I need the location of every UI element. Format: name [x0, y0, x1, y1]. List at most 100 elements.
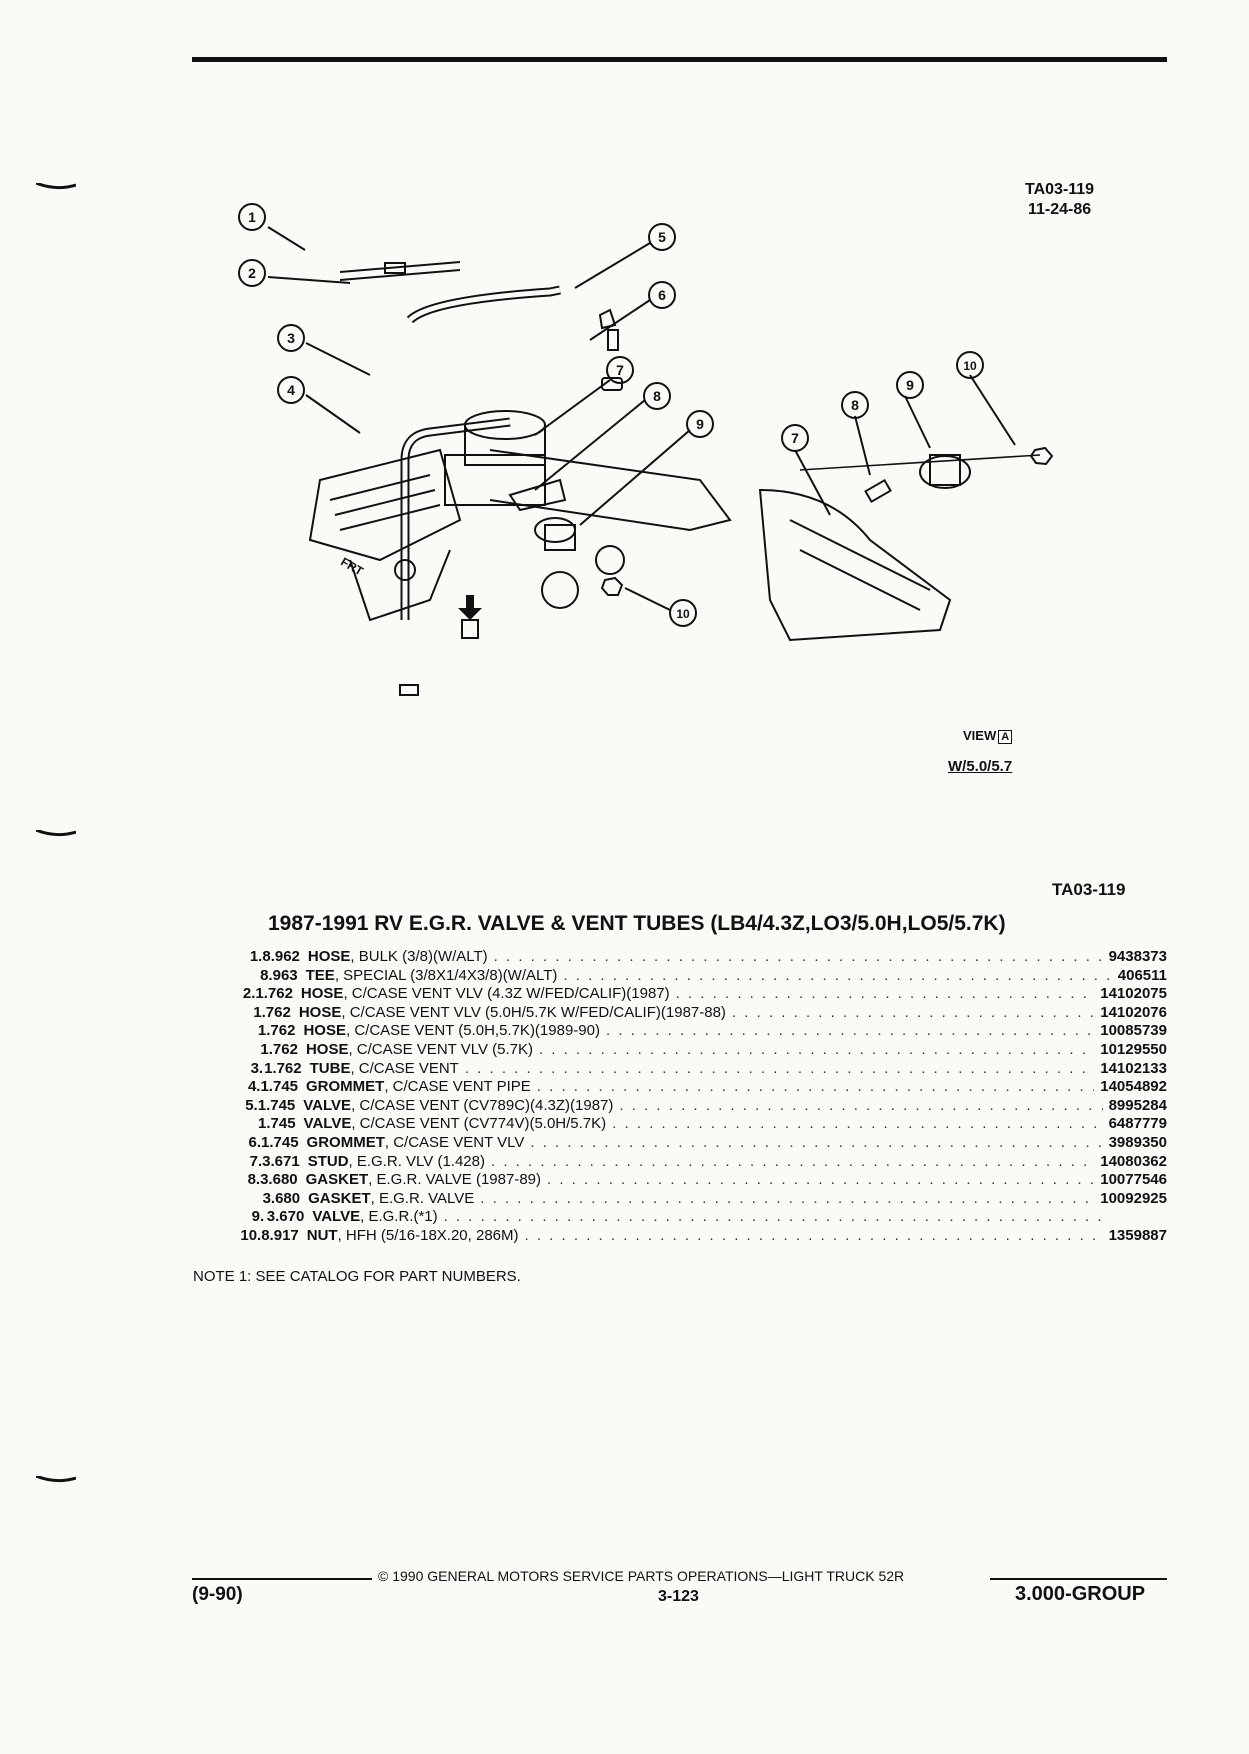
part-name: TUBE: [309, 1059, 351, 1077]
item-number: [240, 1022, 258, 1041]
section-ref-code: TA03-119: [1052, 880, 1126, 899]
callout-9: 9: [696, 416, 704, 432]
part-description: VALVE, C/CASE VENT (CV774V)(5.0H/5.7K): [304, 1115, 607, 1134]
part-detail: , C/CASE VENT VLV (5.0H/5.7K W/FED/CALIF…: [341, 1003, 726, 1021]
part-number: 14054892: [1100, 1078, 1167, 1096]
view-text: VIEW: [963, 728, 997, 743]
part-number: 406511: [1117, 966, 1167, 984]
group-number: 1.745: [258, 1115, 296, 1133]
part-name: VALVE: [312, 1208, 361, 1226]
leader-dots: . . . . . . . . . . . . . . . . . . . . …: [619, 1096, 1102, 1114]
part-description: TUBE, C/CASE VENT: [310, 1060, 459, 1079]
part-detail: , E.G.R.(*1): [360, 1208, 438, 1226]
part-number: 10085739: [1100, 1022, 1167, 1040]
part-name: TEE: [305, 966, 335, 984]
binder-mark: [36, 830, 76, 837]
group-number: 8.917: [261, 1226, 299, 1244]
leader-dots: . . . . . . . . . . . . . . . . . . . . …: [731, 1003, 1094, 1021]
group-label: 3.000-GROUP: [1015, 1583, 1146, 1605]
part-detail: , E.G.R. VLV (1.428): [348, 1152, 485, 1170]
item-number: [240, 1041, 260, 1060]
part-name: VALVE: [303, 1096, 352, 1114]
part-description: VALVE, C/CASE VENT (CV789C)(4.3Z)(1987): [303, 1097, 613, 1116]
figure-ref-code: TA03-119: [1025, 181, 1095, 198]
leader-dots: . . . . . . . . . . . . . . . . . . . . …: [605, 1022, 1094, 1040]
figure-ref-date: 11-24-86: [1027, 201, 1092, 218]
part-detail: , C/CASE VENT VLV (5.7K): [348, 1040, 533, 1058]
part-number: 8995284: [1108, 1096, 1167, 1114]
part-number: 10092925: [1100, 1189, 1167, 1207]
group-number: 3.671: [262, 1152, 300, 1170]
part-description: HOSE, C/CASE VENT (5.0H,5.7K)(1989-90): [303, 1022, 600, 1041]
leader-dots: . . . . . . . . . . . . . . . . . . . . …: [563, 966, 1110, 984]
part-number: 10129550: [1100, 1040, 1167, 1058]
section-title: 1987-1991 RV E.G.R. VALVE & VENT TUBES (…: [268, 912, 1006, 935]
part-detail: , HFH (5/16-18X.20, 286M): [337, 1226, 519, 1244]
part-number: 9438373: [1108, 948, 1167, 965]
leader-dots: . . . . . . . . . . . . . . . . . . . . …: [530, 1133, 1102, 1151]
item-number: 10.: [240, 1226, 262, 1244]
part-description: GASKET, E.G.R. VALVE (1987-89): [306, 1171, 541, 1190]
callout-3: 3: [287, 330, 295, 346]
part-name: VALVE: [303, 1115, 352, 1133]
part-detail: , C/CASE VENT (CV774V)(5.0H/5.7K): [351, 1115, 607, 1133]
group-number: 1.745: [261, 1133, 299, 1151]
part-detail: , E.G.R. VALVE (1987-89): [368, 1171, 542, 1189]
part-detail: , C/CASE VENT VLV: [384, 1133, 525, 1151]
part-name: HOSE: [300, 985, 344, 1003]
parts-row: 10.8.917 NUT, HFH (5/16-18X.20, 286M) . . …: [240, 1227, 1167, 1246]
part-description: GROMMET, C/CASE VENT VLV: [307, 1134, 525, 1153]
group-number: 1.762: [255, 985, 293, 1003]
part-number: 10077546: [1100, 1171, 1167, 1189]
item-number: 8.: [247, 1171, 261, 1189]
view-arrow-label: A: [466, 623, 475, 637]
callout-2: 2: [248, 265, 256, 281]
part-description: STUD, E.G.R. VLV (1.428): [308, 1153, 485, 1172]
part-detail: , E.G.R. VALVE: [370, 1189, 475, 1207]
part-number: 6487779: [1108, 1115, 1167, 1133]
item-number: 3.: [250, 1059, 264, 1077]
item-number: 9.: [251, 1208, 265, 1226]
part-detail: , C/CASE VENT VLV (4.3Z W/FED/CALIF)(198…: [343, 985, 670, 1003]
leader-dots: . . . . . . . . . . . . . . . . . . . . …: [612, 1115, 1102, 1133]
part-name: GASKET: [305, 1171, 369, 1189]
leader-dots: . . . . . . . . . . . . . . . . . . . . …: [538, 1040, 1094, 1058]
group-number: 1.762: [257, 1022, 296, 1040]
leader-dots: . . . . . . . . . . . . . . . . . . . . …: [443, 1208, 1101, 1226]
binder-mark: [36, 1476, 76, 1483]
callout-10: 10: [676, 607, 690, 621]
leader-dots: . . . . . . . . . . . . . . . . . . . . …: [493, 948, 1103, 965]
callout-4: 4: [287, 382, 295, 398]
date-code: (9-90): [192, 1584, 243, 1605]
view-callout-9: 9: [906, 377, 914, 393]
parts-row: 9.3.670 VALVE, E.G.R.(*1) . . . . . . . . …: [240, 1208, 1167, 1227]
frt-label: FRT: [338, 555, 366, 579]
part-detail: , C/CASE VENT PIPE: [384, 1078, 531, 1096]
view-callout-10: 10: [963, 359, 977, 373]
group-number: 1.762: [264, 1059, 302, 1077]
group-number: 3.670: [266, 1208, 305, 1226]
group-number: 1.745: [257, 1096, 296, 1114]
item-number: [240, 1190, 263, 1209]
group-number: 8.962: [262, 948, 300, 965]
part-name: GASKET: [308, 1189, 371, 1207]
leader-dots: . . . . . . . . . . . . . . . . . . . . …: [524, 1226, 1103, 1244]
callout-7: 7: [616, 362, 624, 378]
part-name: HOSE: [307, 948, 351, 965]
part-name: GROMMET: [306, 1133, 385, 1151]
part-name: HOSE: [303, 1022, 346, 1040]
part-name: NUT: [306, 1226, 338, 1244]
part-name: HOSE: [305, 1040, 349, 1058]
footnote: NOTE 1: SEE CATALOG FOR PART NUMBERS.: [193, 1268, 521, 1285]
part-number: 14102076: [1100, 1003, 1167, 1021]
parts-row: 1.745 VALVE, C/CASE VENT (CV774V)(5.0H/5.…: [240, 1115, 1167, 1134]
callout-8: 8: [653, 388, 661, 404]
